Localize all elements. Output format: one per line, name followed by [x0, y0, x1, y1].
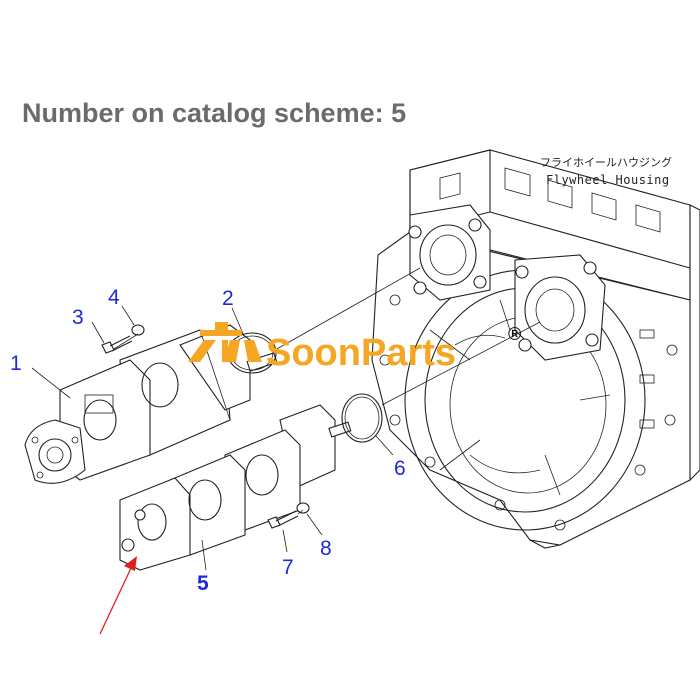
- callout-6: 6: [394, 457, 406, 480]
- callout-8: 8: [320, 537, 332, 560]
- catalog-scheme-title: Number on catalog scheme: 5: [22, 98, 407, 128]
- watermark-brand: SoonParts: [266, 332, 456, 374]
- alignment-lines: [113, 267, 541, 515]
- bolt-3: [101, 335, 133, 354]
- housing-label-english: Flywheel Housing: [546, 173, 670, 187]
- bolt-7: [267, 510, 299, 529]
- red-indicator-arrow: [99, 556, 137, 635]
- callout-3: 3: [72, 306, 84, 329]
- washer-4: [131, 324, 145, 336]
- callout-2: 2: [222, 287, 234, 310]
- flywheel-housing: [371, 149, 700, 549]
- washer-8: [296, 502, 310, 514]
- callout-4: 4: [108, 286, 120, 309]
- o-ring-6: [341, 393, 383, 443]
- leader-lines: [31, 305, 394, 571]
- housing-label-japanese: フライホイールハウジング: [540, 155, 672, 169]
- soonparts-logo-icon: [188, 322, 262, 362]
- lower-pump-assembly: [119, 404, 352, 571]
- callout-1: 1: [10, 352, 22, 375]
- callout-5: 5: [197, 572, 209, 595]
- soonparts-watermark: SoonParts ®: [188, 322, 521, 374]
- callout-7: 7: [282, 556, 294, 579]
- watermark-registered-mark: ®: [508, 324, 521, 344]
